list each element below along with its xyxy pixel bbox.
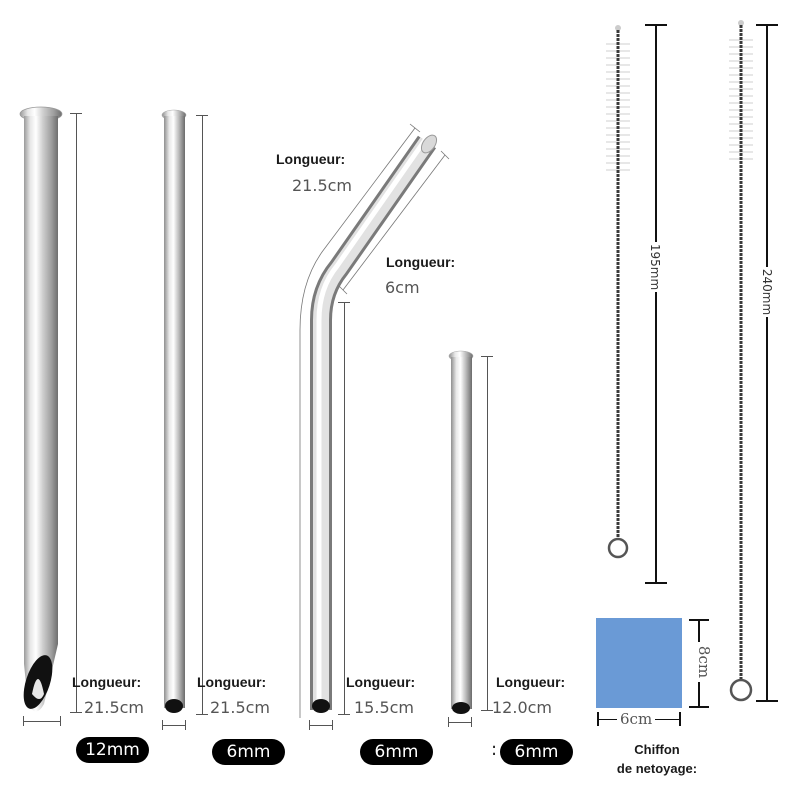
straw-bent-illustration [299, 123, 450, 718]
straw-2-length-indicator [196, 115, 210, 715]
straw-4 [447, 350, 477, 720]
cleaning-brush-195mm-illustration [606, 25, 630, 559]
straw-3 [285, 120, 465, 720]
straw-4-diameter-badge: 6mm [500, 739, 573, 765]
straw-1-length-indicator [70, 113, 84, 713]
straw-short-illustration [448, 350, 474, 714]
straw-4-diameter-indicator [448, 717, 472, 727]
brush-2 [721, 14, 761, 704]
straw-1-diameter-indicator [23, 716, 61, 726]
straw-2-diameter-badge: 6mm [212, 739, 285, 765]
straw-1-length-value: 21.5cm [84, 698, 145, 717]
straw-2-length-label: Longueur: [197, 674, 267, 690]
straw-3-length-indicator [338, 302, 352, 715]
cleaning-cloth [596, 618, 682, 708]
brush-1 [598, 18, 638, 566]
straw-1-length-label: Longueur: [72, 674, 142, 690]
brush-1-length-indicator [645, 24, 667, 584]
brush-2-length-indicator [756, 24, 778, 702]
brush-2-length-label: 240mm [758, 267, 776, 317]
straw-3-length-value: 15.5cm [354, 698, 415, 717]
cloth-width-label: 6cm [617, 710, 656, 728]
straw-12mm-illustration [19, 106, 63, 712]
cloth-caption-line2: de netoyage: [616, 761, 698, 776]
straw-2 [160, 108, 190, 720]
straw-3-diameter-badge: 6mm [360, 739, 433, 765]
straw-4-length-indicator [481, 356, 495, 711]
cloth-height-label: 8cm [695, 642, 713, 682]
straw-4-length-label: Longueur: [496, 674, 566, 690]
straw-6mm-illustration [161, 109, 187, 713]
straw-3-top-length-label: Longueur: [276, 151, 346, 167]
straw-1 [18, 104, 68, 724]
straw-2-length-value: 21.5cm [210, 698, 271, 717]
cloth-caption-line1: Chiffon [634, 742, 680, 757]
straw-4-length-value: 12.0cm [492, 698, 553, 717]
straw-3-top-length-value: 21.5cm [292, 176, 353, 195]
straw-2-diameter-indicator [162, 720, 186, 730]
straw-1-diameter-badge: 12mm [76, 737, 149, 763]
straw-4-diameter-prefix: : [491, 739, 498, 760]
straw-3-diameter-indicator [309, 720, 333, 730]
cleaning-brush-240mm-illustration [729, 20, 753, 702]
brush-1-length-label: 195mm [646, 242, 664, 292]
cloth-caption: Chiffon de netoyage: [592, 740, 722, 778]
straw-3-bend-length-value: 6cm [385, 278, 420, 297]
straw-3-bend-length-label: Longueur: [386, 254, 456, 270]
straw-3-length-label: Longueur: [346, 674, 416, 690]
